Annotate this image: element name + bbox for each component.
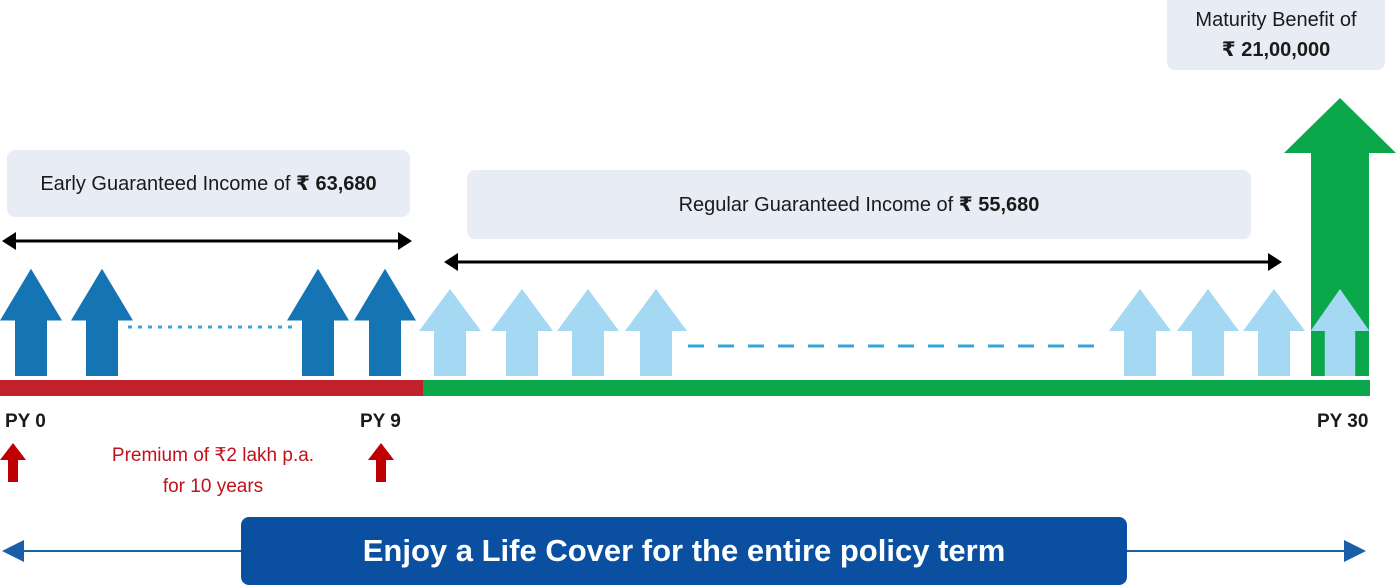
maturity-benefit-amount: ₹ 21,00,000 [1221,39,1331,61]
maturity-benefit-label: Maturity Benefit of [1195,9,1357,31]
early-income-box: Early Guaranteed Income of ₹ 63,680 [7,150,410,217]
early-income-arrow-py9 [354,268,416,376]
early-income-arrows [0,268,416,376]
early-income-label: Early Guaranteed Income of [40,173,297,195]
maturity-benefit-box: Maturity Benefit of ₹ 21,00,000 [1167,0,1385,70]
double-headed-arrow-icon [2,232,16,250]
regular-income-box: Regular Guaranteed Income of ₹ 55,680 [467,170,1251,239]
regular-income-text: Regular Guaranteed Income of ₹ 55,680 [679,192,1040,217]
regular-income-label: Regular Guaranteed Income of [678,194,959,216]
regular-income-span-arrow [444,253,1282,271]
regular-income-arrow [491,289,553,376]
early-income-amount: ₹ 63,680 [296,173,377,195]
regular-income-arrow [557,289,619,376]
life-cover-banner: Enjoy a Life Cover for the entire policy… [241,517,1127,585]
premium-period-bar [0,380,423,396]
regular-income-arrow [1177,289,1239,376]
early-income-arrow-py0 [0,268,62,376]
regular-income-arrow [1109,289,1171,376]
premium-arrow-end [368,443,394,482]
timeline-label-mid: PY 9 [360,411,401,432]
regular-income-arrow [1243,289,1305,376]
timeline-label-start: PY 0 [5,411,46,432]
regular-income-arrow [625,289,687,376]
early-income-arrow-py8 [287,268,349,376]
policy-term-bar [423,380,1370,396]
regular-income-amount: ₹ 55,680 [958,194,1040,216]
premium-arrow-start [0,443,26,482]
maturity-benefit-arrow [1284,98,1396,376]
regular-income-arrows [419,289,1305,376]
life-cover-banner-text: Enjoy a Life Cover for the entire policy… [362,533,1006,568]
timeline-label-end: PY 30 [1317,411,1369,432]
early-income-text: Early Guaranteed Income of ₹ 63,680 [40,171,376,196]
premium-note-line2: for 10 years [162,476,264,497]
early-income-span-arrow [2,232,412,250]
early-income-arrow-py1 [71,268,133,376]
regular-income-arrow [419,289,481,376]
premium-note: Premium of ₹2 lakh p.a. for 10 years [82,440,344,502]
premium-note-line1: Premium of ₹2 lakh p.a. [111,445,315,466]
